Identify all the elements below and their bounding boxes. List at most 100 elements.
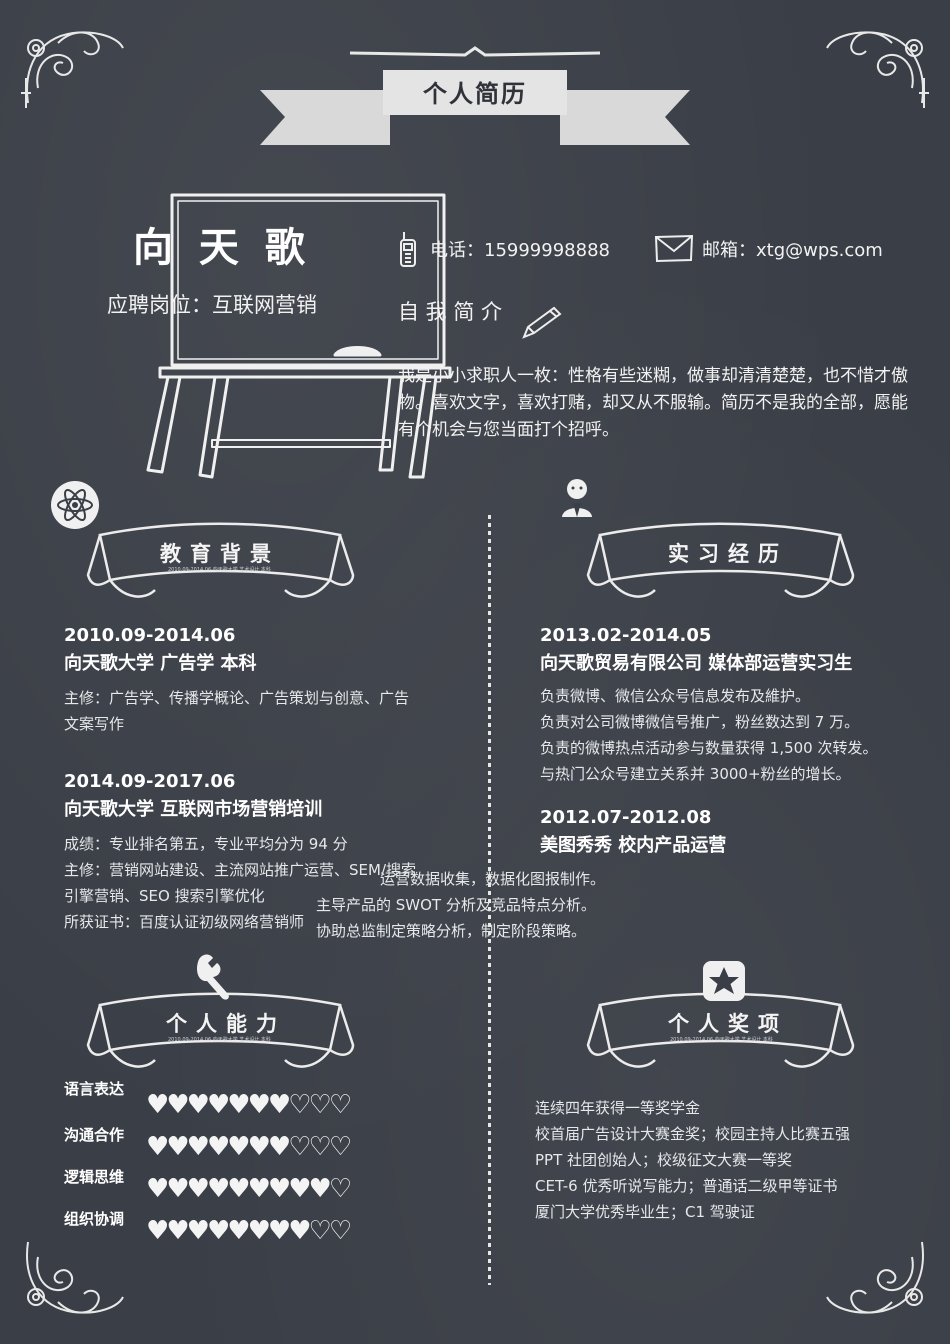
corner-ornament-top-right [826,31,929,108]
intro-title: 自 我 简 介 [398,300,503,324]
heart-filled-icon: ♥ [146,1090,169,1120]
heart-filled-icon: ♥ [166,1132,189,1162]
heart-empty-icon: ♡ [308,1216,332,1246]
heart-empty-icon: ♡ [328,1132,352,1162]
skill-rating: ♥♥♥♥♥♥♥♡♡♡ [146,1132,352,1162]
ribbon-skills [86,992,355,1068]
skill-label: 组织协调 [64,1210,125,1228]
heart-filled-icon: ♥ [267,1174,291,1204]
internship-entry-1: 2013.02-2014.05 向天歌贸易有限公司 媒体部运营实习生 负责微博、… [540,625,920,787]
internship-head: 美图秀秀 校内产品运营 [540,835,727,856]
heart-filled-icon: ♥ [267,1090,291,1120]
internship-line: 负责对公司微博微信号推广，粉丝数达到 7 万。 [540,713,860,731]
internship-line: 负责微博、微信公众号信息发布及維护。 [540,687,811,705]
skill-row: 沟通合作 ♥♥♥♥♥♥♥♡♡♡ [64,1124,464,1166]
wrench-icon [197,954,229,1000]
heart-filled-icon: ♥ [267,1132,291,1162]
heart-filled-icon: ♥ [206,1174,230,1204]
ribbon-skills-tagline: 2010.09-2014.06 向天歌大学 艺术设计 本科 [168,1037,271,1043]
heart-filled-icon: ♥ [186,1174,210,1204]
intro-text: 我是小小求职人一枚：性格有些迷糊，做事却清清楚楚，也不惜才傲物。喜欢文字，喜欢打… [398,366,908,440]
awards-list: 连续四年获得一等奖学金 校首届广告设计大赛金奖；校园主持人比赛五强 PPT 社团… [535,1095,915,1225]
star-badge-icon [703,961,745,1001]
heart-filled-icon: ♥ [267,1216,291,1246]
heart-filled-icon: ♥ [227,1174,250,1204]
heart-empty-icon: ♡ [328,1216,352,1246]
heart-filled-icon: ♥ [186,1216,210,1246]
corner-ornament-bottom-left [26,1241,124,1314]
heart-filled-icon: ♥ [166,1216,189,1246]
internship-date: 2013.02-2014.05 [540,625,712,646]
education-line: 引擎营销、SEO 搜索引擎优化 [64,887,265,905]
ribbon-internship-label: 实习经历 [668,542,788,566]
header-banner [260,46,690,145]
ribbon-internship [586,522,855,598]
heart-filled-icon: ♥ [247,1132,271,1162]
education-line: 成绩：专业排名第五，专业平均分为 94 分 [64,835,348,853]
award-item: 厦门大学优秀毕业生；C1 驾驶证 [535,1203,755,1221]
education-date: 2010.09-2014.06 [64,625,236,646]
internship-entry-2-lines: 运营数据收集，数据化图报制作。 主导产品的 SWOT 分析及竞品特点分析。 协助… [316,866,640,944]
heart-filled-icon: ♥ [247,1090,271,1120]
heart-filled-icon: ♥ [247,1216,271,1246]
heart-filled-icon: ♥ [146,1216,169,1246]
heart-filled-icon: ♥ [166,1090,189,1120]
internship-line: 负责的微博热点活动参与数量获得 1,500 次转发。 [540,739,878,757]
page-title: 个人简历 [423,80,527,108]
heart-empty-icon: ♡ [288,1090,311,1120]
award-item: PPT 社团创始人；校级征文大赛一等奖 [535,1151,793,1169]
education-entry-2: 2014.09-2017.06 向天歌大学 互联网市场营销培训 成绩：专业排名第… [64,771,494,935]
ribbon-awards-label: 个人奖项 [668,1012,788,1036]
heart-empty-icon: ♡ [308,1090,332,1120]
education-head: 向天歌大学 互联网市场营销培训 [64,799,323,820]
award-item: 连续四年获得一等奖学金 [535,1099,701,1117]
education-line: 所获证书：百度认证初级网络营销师 [64,913,305,931]
heart-filled-icon: ♥ [186,1132,210,1162]
internship-line: 运营数据收集，数据化图报制作。 [380,870,606,888]
internship-entry-2: 2012.07-2012.08 美图秀秀 校内产品运营 [540,807,920,857]
ribbon-education [86,522,355,598]
candidate-name: 向 天 歌 [133,225,311,271]
phone-number: 电话：15999998888 [430,240,610,261]
award-item: 校首届广告设计大赛金奖；校园主持人比赛五强 [535,1125,851,1143]
heart-filled-icon: ♥ [186,1090,210,1120]
easel-illustration [146,193,452,479]
heart-empty-icon: ♡ [308,1132,332,1162]
pencil-icon [522,306,562,339]
heart-filled-icon: ♥ [308,1174,332,1204]
email-address: 邮箱：xtg@wps.com [702,240,883,261]
atom-icon [51,481,99,529]
heart-filled-icon: ♥ [288,1174,311,1204]
skill-label: 逻辑思维 [64,1168,125,1186]
skill-rating: ♥♥♥♥♥♥♥♥♥♡ [146,1174,352,1204]
skill-rating: ♥♥♥♥♥♥♥♥♡♡ [146,1216,352,1246]
skills-list: 语言表达 ♥♥♥♥♥♥♥♡♡♡ 沟通合作 ♥♥♥♥♥♥♥♡♡♡ 逻辑思维 ♥♥♥… [64,1078,464,1250]
center-divider [488,515,491,1285]
heart-filled-icon: ♥ [227,1132,250,1162]
heart-empty-icon: ♡ [328,1090,352,1120]
award-item: CET-6 优秀听说写能力；普通话二级甲等证书 [535,1177,838,1195]
skill-label: 沟通合作 [64,1126,125,1144]
envelope-icon [654,234,694,263]
heart-filled-icon: ♥ [227,1090,250,1120]
internship-date: 2012.07-2012.08 [540,807,712,828]
student-icon [562,479,592,517]
internship-line: 与热门公众号建立关系并 3000+粉丝的增长。 [540,765,851,783]
ribbon-awards-tagline: 2010.09-2014.06 向天歌大学 艺术设计 本科 [670,1037,773,1043]
education-date: 2014.09-2017.06 [64,771,236,792]
education-line: 主修：营销网站建设、主流网站推广运营、SEM/搜索 [64,861,416,879]
heart-filled-icon: ♥ [206,1132,230,1162]
heart-filled-icon: ♥ [146,1132,169,1162]
heart-filled-icon: ♥ [227,1216,250,1246]
corner-ornament-top-left [21,31,124,108]
heart-filled-icon: ♥ [247,1174,271,1204]
heart-filled-icon: ♥ [146,1174,169,1204]
skill-row: 组织协调 ♥♥♥♥♥♥♥♥♡♡ [64,1208,464,1250]
skill-row: 逻辑思维 ♥♥♥♥♥♥♥♥♥♡ [64,1166,464,1208]
heart-empty-icon: ♡ [328,1174,352,1204]
heart-filled-icon: ♥ [288,1216,311,1246]
skill-rating: ♥♥♥♥♥♥♥♡♡♡ [146,1090,352,1120]
internship-line: 协助总监制定策略分析，制定阶段策略。 [316,922,587,940]
heart-filled-icon: ♥ [206,1090,230,1120]
education-line: 主修：广告学、传播学概论、广告策划与创意、广告 [64,689,410,707]
